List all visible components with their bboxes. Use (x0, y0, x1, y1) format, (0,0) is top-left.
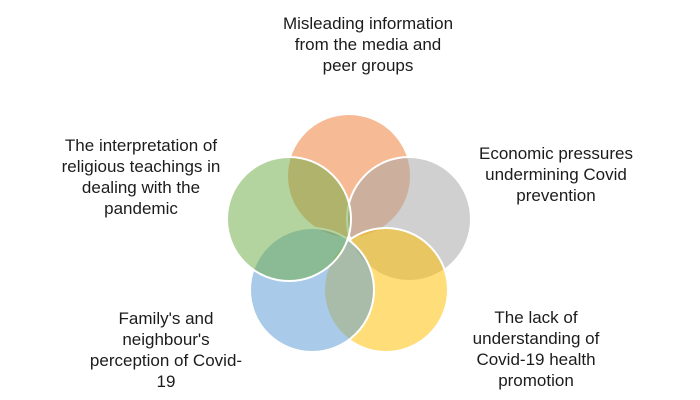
venn-label-family-perception: Family's and neighbour's perception of C… (89, 309, 243, 391)
venn-label-lack-of-understanding: The lack of understanding of Covid-19 he… (472, 308, 600, 390)
venn-label-economic-pressures: Economic pressures undermining Covid pre… (478, 144, 633, 205)
venn-label-misleading-media: Misleading information from the media an… (282, 14, 454, 75)
venn-label-religious-teachings: The interpretation of religious teaching… (61, 136, 221, 218)
venn-circle-religious-teachings (226, 156, 352, 282)
